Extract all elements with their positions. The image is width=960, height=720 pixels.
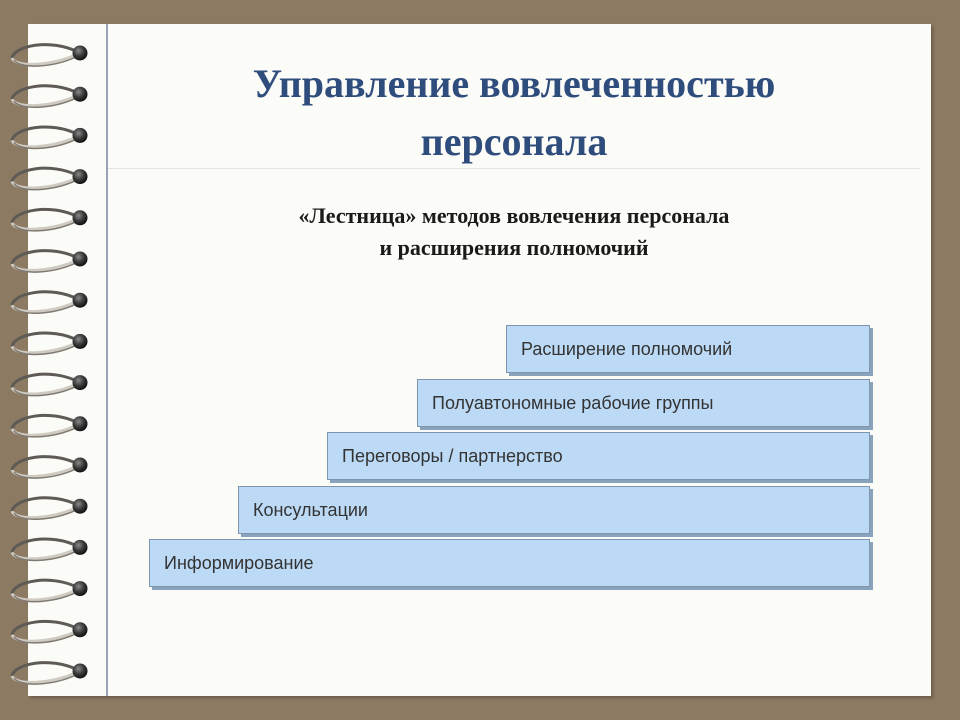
spiral-ring: [10, 84, 88, 109]
margin-line: [106, 24, 108, 696]
spiral-ring: [10, 455, 88, 479]
page-title: Управление вовлеченностью персонала: [108, 55, 920, 171]
spiral-ring: [10, 578, 88, 603]
spiral-ring: [10, 413, 88, 438]
spiral-binding: [10, 43, 88, 685]
spiral-ring: [10, 290, 88, 315]
spiral-ring: [10, 537, 88, 562]
spiral-ring: [10, 249, 88, 273]
subtitle-line-1: «Лестница» методов вовлечения персонала: [298, 203, 730, 228]
spiral-ring: [10, 43, 88, 67]
spiral-ring: [10, 331, 88, 356]
spiral-ring: [10, 166, 88, 191]
step-semi-autonomous-groups: Полуавтономные рабочие группы: [417, 379, 870, 427]
subtitle-line-2: и расширения полномочий: [379, 235, 649, 260]
spiral-ring: [10, 372, 88, 397]
spiral-ring: [10, 661, 88, 685]
title-line-2: персонала: [420, 119, 608, 164]
diagram-subtitle: «Лестница» методов вовлечения персонала …: [108, 200, 920, 264]
spiral-ring: [10, 207, 88, 232]
title-divider: [108, 168, 920, 169]
spiral-ring: [10, 496, 88, 521]
step-negotiation-partnership: Переговоры / партнерство: [327, 432, 870, 480]
title-line-1: Управление вовлеченностью: [252, 61, 776, 106]
step-informing: Информирование: [149, 539, 870, 587]
step-consultations: Консультации: [238, 486, 870, 534]
step-expansion-of-powers: Расширение полномочий: [506, 325, 870, 373]
spiral-ring: [10, 125, 88, 150]
spiral-ring: [10, 619, 88, 644]
